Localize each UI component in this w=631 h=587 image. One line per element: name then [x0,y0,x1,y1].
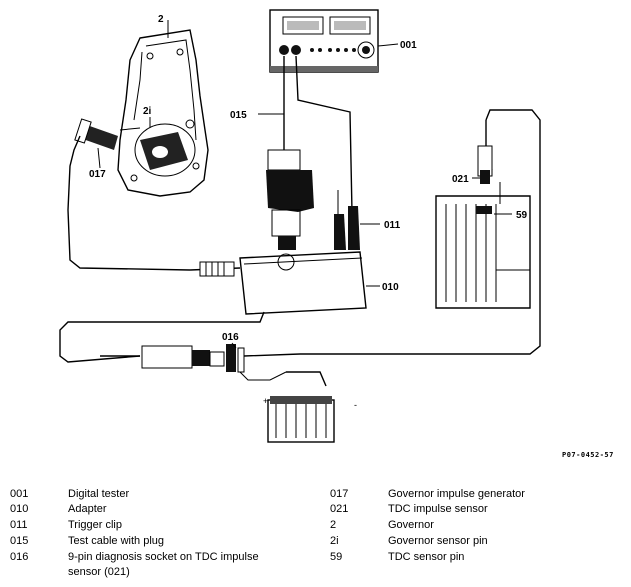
diagnosis-socket [141,109,541,381]
legend-text: Governor [388,519,434,531]
legend-code: 021 [330,503,349,515]
legend-item: 001 Digital tester [10,487,129,501]
legend-item: 021 TDC impulse sensor [330,502,488,516]
trigger-clip-label: 011 [384,220,401,231]
legend-item: 016 9-pin diagnosis socket on TDC impulse [10,550,259,564]
governor-illustration [117,20,209,197]
legend-text: Digital tester [68,488,130,500]
legend-text: Governor impulse generator [388,488,525,500]
legend-code: 011 [10,519,28,531]
legend-text: Adapter [68,503,107,515]
legend-item: 59 TDC sensor pin [330,550,464,564]
svg-text:+: + [263,396,268,406]
test-cable [266,55,353,250]
figure-reference: P07-0452-57 [562,451,614,459]
adapter-illustration [189,251,367,315]
adapter-cable [59,311,265,363]
legend-text: TDC impulse sensor [388,503,488,515]
engine-pulley-illustration [435,120,531,309]
legend-text: TDC sensor pin [388,551,465,563]
digital-tester-label: 001 [400,40,417,51]
legend-code: 017 [330,488,349,500]
legend-code: 001 [10,488,29,500]
legend-text: 9-pin diagnosis socket on TDC impulse [68,551,259,563]
governor-label: 2 [158,14,164,25]
governor-impulse-generator-plug [67,118,191,271]
test-cable-label: 015 [230,110,247,121]
legend-code: 59 [330,551,343,563]
digital-tester-illustration [269,9,379,73]
tdc-sensor-label: 021 [452,174,469,185]
legend-item: 015 Test cable with plug [10,534,164,548]
trigger-clip [334,190,360,250]
battery-illustration: + - [263,371,357,443]
legend-code: 015 [10,535,29,547]
legend-code: 010 [10,503,29,515]
legend-code: 2 [330,519,337,531]
legend-item: 011 Trigger clip [10,518,122,532]
diagnosis-socket-label: 016 [222,332,239,343]
legend-text: Trigger clip [68,519,122,531]
legend-text: Test cable with plug [68,535,164,547]
legend-item: 017 Governor impulse generator [330,487,525,501]
legend-item: 010 Adapter [10,502,107,516]
legend-item: 2 Governor [330,518,434,532]
legend-code: 2i [330,535,339,547]
legend-code: 016 [10,551,29,563]
tdc-pin-label: 59 [516,210,528,221]
connection-diagram: 2 2i 017 001 015 [59,9,614,459]
svg-text:-: - [354,400,357,410]
legend-text: Governor sensor pin [388,535,488,547]
governor-pin-label: 2i [143,106,152,117]
adapter-label: 010 [382,282,399,293]
legend-text-continued: sensor (021) [68,566,130,578]
governor-impulse-generator-label: 017 [89,169,106,180]
legend-item: 2i Governor sensor pin [330,534,488,548]
